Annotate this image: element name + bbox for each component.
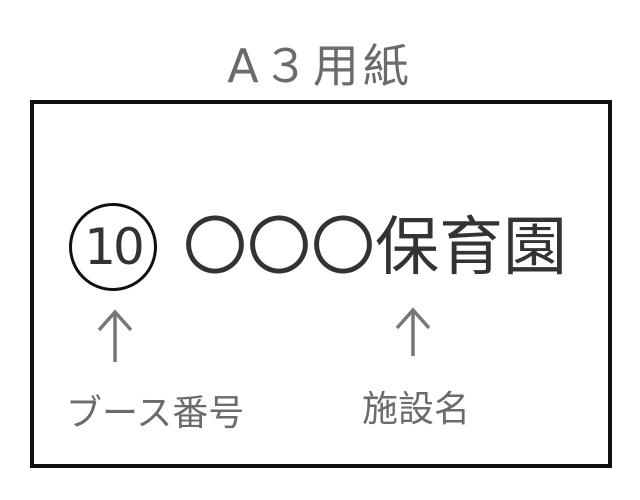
facility-name-label: 施設名 — [362, 389, 471, 430]
up-arrow-icon — [97, 309, 133, 362]
paper-size-title: A３用紙 — [227, 39, 413, 93]
booth-number-circle: 10 — [69, 203, 157, 291]
booth-number-label: ブース番号 — [66, 393, 245, 434]
up-arrow-icon — [395, 307, 431, 356]
facility-name-text: 〇〇〇保育園 — [183, 211, 567, 285]
a3-sheet-frame — [30, 100, 612, 468]
